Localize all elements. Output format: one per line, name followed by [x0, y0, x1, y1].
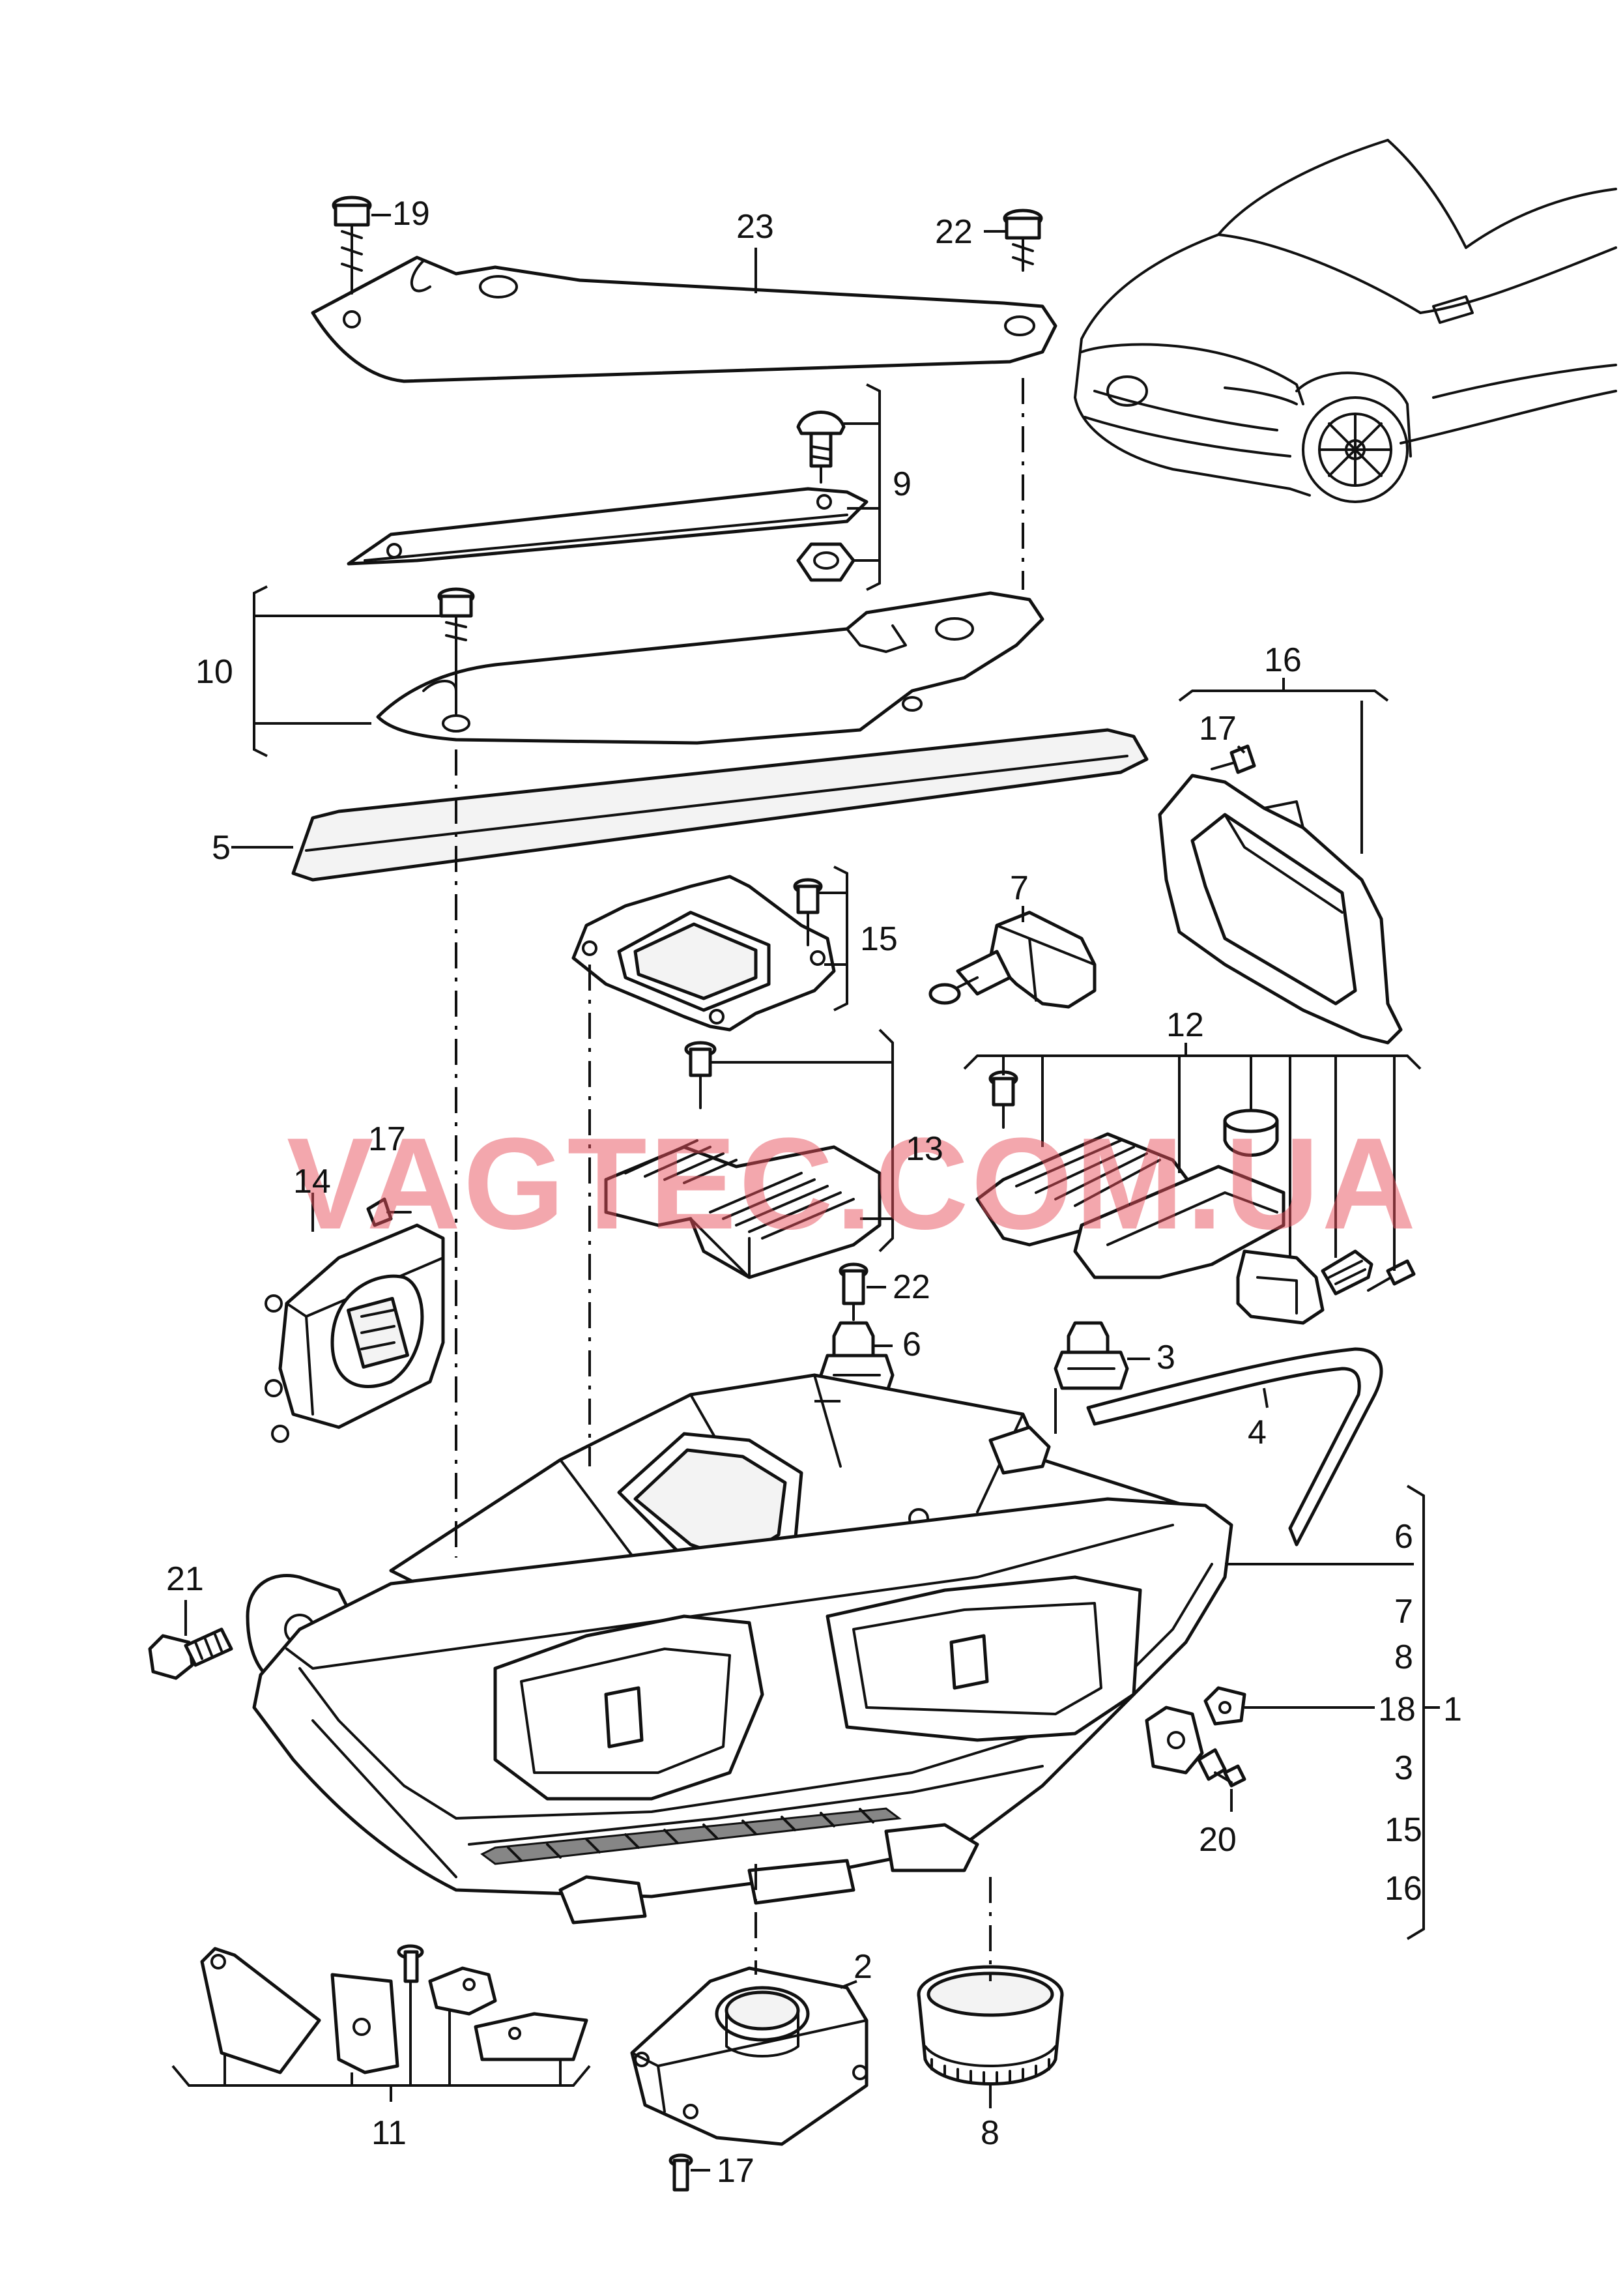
callout-5: 5 — [212, 829, 231, 867]
part-13-heatsink — [604, 1041, 882, 1279]
callout-20: 20 — [1199, 1821, 1237, 1859]
callout-16-list: 16 — [1385, 1870, 1422, 1908]
callout-3-list: 3 — [1394, 1749, 1413, 1787]
part-1-headlight — [148, 1373, 1246, 1925]
part-16-gasket — [1158, 744, 1403, 1045]
callout-22-top: 22 — [935, 213, 973, 251]
assembly-lines — [455, 378, 1024, 1981]
callout-labels: 19 23 22 9 10 5 16 17 7 15 12 13 17 14 2… — [166, 195, 1462, 2190]
part-8-cap — [917, 1965, 1064, 2085]
part-11-bracket-kit — [200, 1944, 588, 2074]
callout-15-top: 15 — [860, 920, 898, 958]
callout-13: 13 — [906, 1130, 943, 1168]
callout-21: 21 — [166, 1560, 204, 1598]
part-5-trim-strip — [291, 728, 1149, 882]
callout-18: 18 — [1378, 1691, 1416, 1728]
callout-15-list: 15 — [1385, 1811, 1422, 1849]
watermark: VAGTEC.COM.UA — [287, 1111, 1418, 1257]
callout-2: 2 — [854, 1948, 872, 1986]
callout-10: 10 — [195, 653, 233, 691]
callout-23: 23 — [736, 208, 774, 246]
part-6-clamp — [819, 1262, 895, 1397]
callout-9: 9 — [893, 465, 912, 503]
part-4-seal — [1086, 1347, 1383, 1547]
callout-17-top: 17 — [1199, 710, 1237, 748]
part-9-bracket — [347, 411, 869, 582]
callout-11: 11 — [371, 2114, 407, 2152]
callout-7-list: 7 — [1394, 1593, 1413, 1631]
car-illustration — [1074, 139, 1617, 503]
callout-7-top: 7 — [1010, 869, 1029, 907]
part-3-clamp — [1054, 1321, 1129, 1390]
callout-12: 12 — [1166, 1006, 1204, 1044]
callout-6-list: 6 — [1394, 1518, 1413, 1556]
callout-22-mid: 22 — [893, 1268, 930, 1306]
callout-3-mid: 3 — [1156, 1339, 1175, 1376]
callout-17-bottom: 17 — [717, 2152, 754, 2190]
screw-22-top — [1003, 209, 1043, 272]
callout-17-mid: 17 — [368, 1120, 406, 1158]
part-7-bulb-holder — [928, 910, 1097, 1009]
part-2-ballast — [630, 1966, 869, 2192]
part-15-frame — [571, 875, 836, 1032]
part-14-control-unit — [265, 1197, 445, 1443]
part-12-led-module — [975, 1070, 1416, 1325]
callout-6-mid: 6 — [902, 1326, 921, 1363]
callout-14: 14 — [293, 1163, 331, 1200]
callout-19: 19 — [392, 195, 430, 233]
leader-lines — [171, 214, 1440, 2172]
callout-8-list: 8 — [1394, 1638, 1413, 1676]
callout-8-bottom: 8 — [981, 2114, 999, 2152]
callout-4: 4 — [1248, 1414, 1267, 1451]
part-10-cover — [376, 587, 1044, 745]
callout-1: 1 — [1443, 1691, 1462, 1728]
callout-16-top: 16 — [1264, 641, 1302, 679]
part-23-upper-bracket — [311, 255, 1057, 383]
screw-19 — [332, 196, 372, 295]
